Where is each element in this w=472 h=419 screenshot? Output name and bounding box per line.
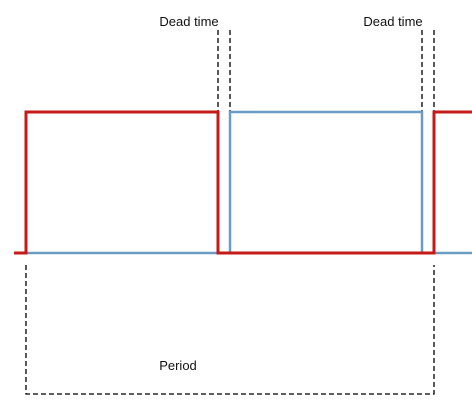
signal-b-waveform (26, 110, 472, 255)
dead-time-2-label: Dead time (363, 14, 422, 29)
period-label: Period (159, 358, 197, 373)
dead-time-1-label: Dead time (159, 14, 218, 29)
signal-a-waveform (14, 110, 472, 255)
dead-time-markers (217, 30, 435, 113)
period-bracket (25, 265, 435, 395)
